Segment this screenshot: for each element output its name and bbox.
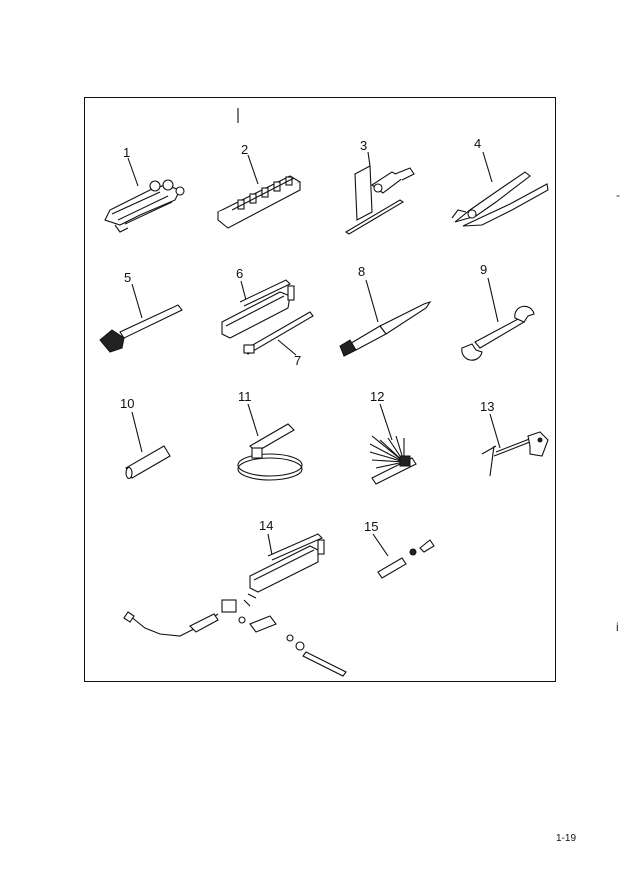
callout-6: 6 [236, 266, 243, 281]
callout-8: 8 [358, 264, 365, 279]
callout-12: 12 [370, 389, 384, 404]
grease-gun-icon [221, 279, 295, 339]
callout-13: 13 [480, 399, 494, 414]
callout-14: 14 [259, 518, 273, 533]
t-handle-tool-icon [481, 413, 549, 477]
chisel-icon [339, 279, 432, 357]
extension-nozzle-icon [243, 311, 314, 356]
socket-set-icon [216, 154, 302, 229]
grease-nipple-icon [372, 533, 435, 579]
callout-10: 10 [120, 396, 134, 411]
wrench-set-icon [104, 157, 185, 233]
callout-2: 2 [241, 142, 248, 157]
tool-kit-figure-frame [84, 97, 556, 682]
callout-15: 15 [364, 519, 378, 534]
hammer-icon [99, 283, 183, 353]
margin-mark-2: i [616, 620, 619, 634]
pliers-icon [451, 151, 549, 227]
callout-9: 9 [480, 262, 487, 277]
page-number: 1-19 [556, 833, 577, 844]
open-end-wrench-icon [461, 277, 535, 361]
margin-mark-1: - [616, 188, 620, 202]
callout-5: 5 [124, 270, 131, 285]
feeler-gauge-icon [369, 403, 417, 485]
callout-1: 1 [123, 145, 130, 160]
callout-3: 3 [360, 138, 367, 153]
grease-gun-hose-icon [123, 533, 347, 677]
screwdriver-icon [344, 151, 415, 235]
filter-wrench-icon [237, 403, 303, 481]
callout-4: 4 [474, 136, 481, 151]
callout-7: 7 [294, 353, 301, 368]
callout-11: 11 [238, 389, 252, 404]
pin-rod-icon [125, 411, 171, 480]
